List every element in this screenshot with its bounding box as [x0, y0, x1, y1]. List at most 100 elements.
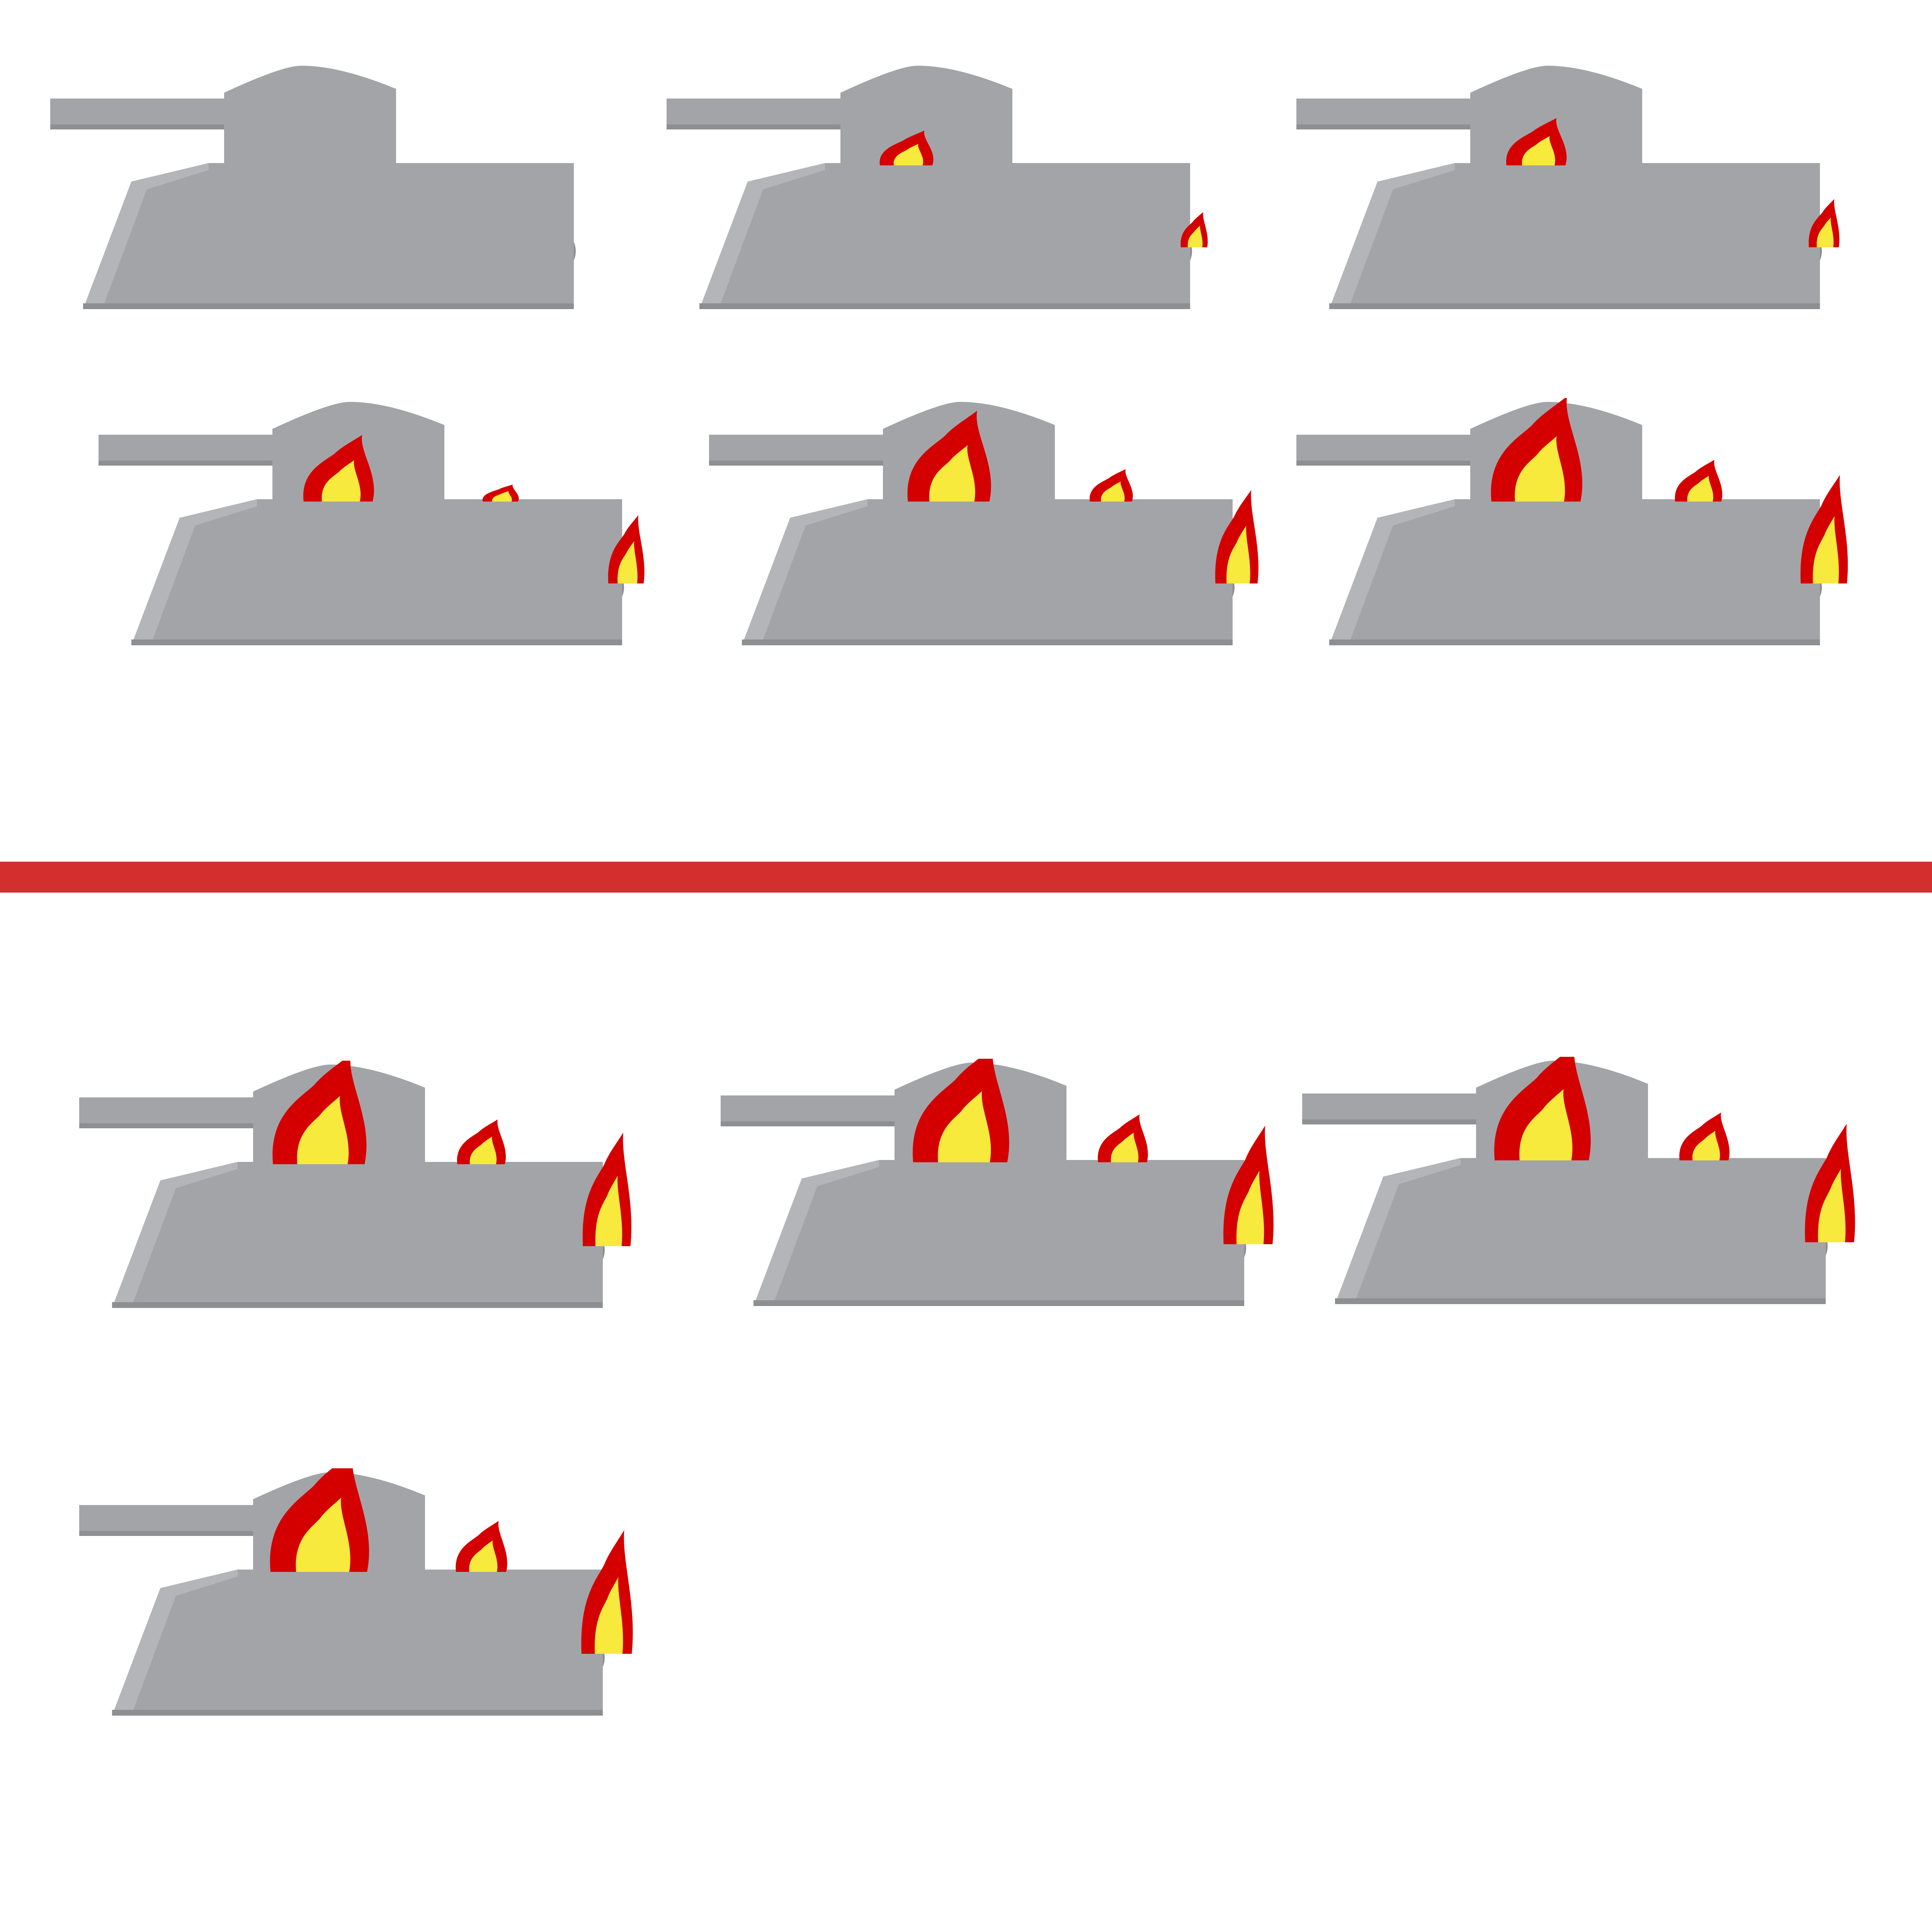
turret-flame-core: [321, 460, 361, 502]
turret-flame: [1506, 118, 1567, 165]
hull: [83, 163, 574, 309]
gun-barrel-shadow: [99, 461, 272, 466]
group-divider: [0, 862, 1932, 893]
hull-base-shadow: [753, 1300, 1244, 1306]
rear-flame: [1800, 475, 1848, 583]
hull: [112, 1570, 603, 1716]
turret: [840, 66, 1012, 164]
turret-flame: [303, 435, 374, 502]
turret-flame: [907, 411, 991, 502]
rear-flame: [1223, 1126, 1274, 1244]
tank-sprite: [79, 1054, 632, 1308]
turret-flame-core: [893, 144, 923, 165]
tank-frame-4: [99, 398, 659, 668]
rear-flame-core: [595, 1175, 622, 1246]
gun-barrel: [99, 435, 272, 466]
hull-bevel: [742, 499, 867, 645]
tank-frame-7: [79, 1054, 639, 1331]
tank-sprite: [667, 66, 1208, 309]
gun-barrel-shadow: [79, 1123, 253, 1128]
hull-base-shadow: [1335, 1298, 1826, 1304]
turret-flame: [1494, 1045, 1591, 1160]
hull-flame-core: [1692, 1131, 1720, 1160]
tank-sprite: [721, 1047, 1274, 1306]
turret-flame-core: [297, 1096, 349, 1164]
rear-flame: [608, 515, 645, 583]
gun-barrel: [1296, 99, 1470, 129]
rear-flame: [582, 1133, 632, 1246]
hull-bevel: [1329, 499, 1455, 645]
rear-flame-core: [617, 541, 638, 583]
tank-frame-8: [721, 1047, 1281, 1329]
hull-base-shadow: [699, 303, 1190, 309]
rear-flame: [1808, 199, 1840, 247]
gun-barrel-shadow: [50, 124, 224, 129]
turret-flame: [270, 1452, 369, 1572]
gun-barrel-shadow: [1296, 124, 1470, 129]
gun-barrel: [1296, 435, 1470, 466]
tank-frame-6: [1296, 396, 1857, 668]
turret-flame-core: [1519, 1089, 1573, 1160]
hull-flame: [456, 1521, 507, 1572]
hull-flame-core: [469, 1540, 498, 1572]
tank-sprite: [99, 402, 645, 645]
rear-flame-core: [1187, 225, 1203, 247]
rear-flame: [1215, 490, 1259, 583]
turret-flame: [1491, 396, 1582, 502]
tank-frame-9: [1302, 1045, 1862, 1327]
hull-bevel: [753, 1160, 879, 1306]
hull-bevel: [1335, 1158, 1461, 1304]
hull-flame: [482, 485, 519, 502]
hull: [753, 1160, 1244, 1306]
hull-flame-core: [1687, 476, 1713, 502]
turret-flame-core: [296, 1497, 350, 1572]
hull-flame: [1098, 1114, 1148, 1162]
rear-flame-core: [1236, 1170, 1264, 1244]
turret-flame: [272, 1054, 367, 1164]
hull-base-shadow: [131, 639, 622, 645]
tank-sprite: [1296, 66, 1840, 309]
tank-sprite: [1302, 1045, 1855, 1304]
gun-barrel: [1302, 1094, 1476, 1124]
tank-frame-10: [79, 1452, 639, 1739]
hull-flame: [1679, 1112, 1730, 1160]
hull-base-shadow: [112, 1302, 603, 1308]
tank-sprite: [79, 1452, 633, 1716]
tank-frame-3: [1296, 62, 1857, 332]
hull-base-shadow: [112, 1710, 603, 1716]
hull-base-shadow: [1329, 639, 1820, 645]
hull-flame-core: [1111, 1133, 1139, 1162]
turret: [224, 66, 396, 164]
hull-base-shadow: [742, 639, 1233, 645]
rear-flame-core: [1226, 525, 1250, 583]
rear-flame-core: [595, 1577, 623, 1654]
hull: [1329, 499, 1820, 645]
hull-bevel: [112, 1162, 238, 1308]
hull-bevel: [131, 499, 257, 645]
hull-flame: [1089, 469, 1133, 502]
hull-flame: [457, 1119, 506, 1164]
turret-flame: [879, 131, 934, 165]
gun-barrel: [667, 99, 840, 129]
hull-flame-core: [492, 491, 512, 502]
gun-barrel-shadow: [667, 124, 840, 129]
hull-flame: [1675, 460, 1723, 502]
turret-flame-core: [938, 1091, 991, 1162]
rear-flame: [1180, 212, 1208, 247]
hull: [1329, 163, 1820, 309]
gun-barrel-shadow: [79, 1531, 253, 1536]
hull-flame-core: [469, 1136, 497, 1164]
rear-flame-core: [1818, 1168, 1846, 1242]
tank-sprite: [50, 66, 576, 309]
tank-sprite: [709, 402, 1259, 645]
tank-frame-2: [667, 62, 1227, 332]
gun-barrel-shadow: [721, 1121, 895, 1126]
hull: [131, 499, 622, 645]
rear-flame-core: [1813, 516, 1839, 583]
rear-flame: [581, 1530, 633, 1654]
gun-barrel: [50, 99, 224, 129]
hull-bevel: [1329, 163, 1455, 309]
tank-frame-5: [709, 398, 1269, 668]
hull: [1335, 1158, 1826, 1304]
gun-barrel: [79, 1505, 253, 1536]
